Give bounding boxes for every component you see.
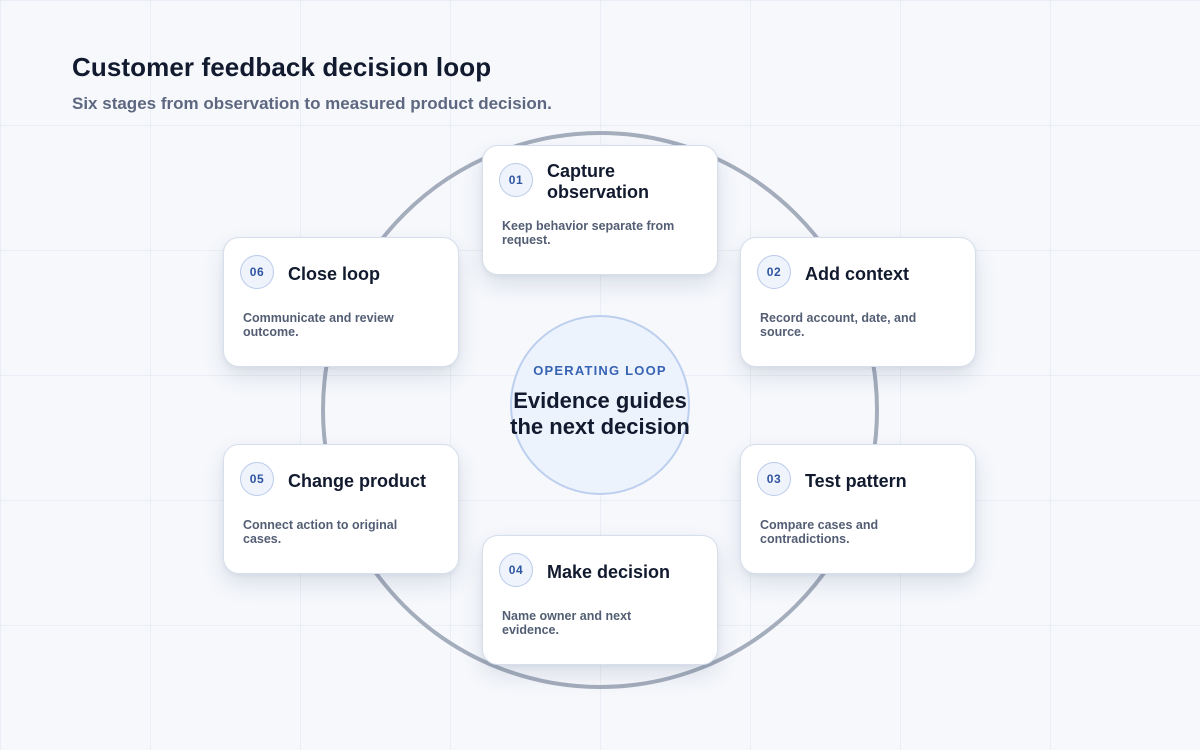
stage-description: Communicate and review outcome. <box>243 311 444 339</box>
hub-heading-line-1: Evidence guides <box>513 387 687 413</box>
stage-title: Test pattern <box>805 463 963 499</box>
stage-description-line-2: outcome. <box>243 324 299 339</box>
stage-description-line-1: Communicate and review <box>243 311 394 325</box>
stage-title-line-1: Make decision <box>547 561 671 582</box>
stage-title-line-1: Close loop <box>288 263 381 284</box>
stage-title: Add context <box>805 256 963 292</box>
stage-title: Change product <box>288 463 446 499</box>
stage-card-add-context: 02 Add context Record account, date, and… <box>740 237 976 367</box>
loop-ring-circle <box>321 131 879 689</box>
stage-description-line-2: contradictions. <box>760 531 850 546</box>
stage-card-make-decision: 04 Make decision Name owner and next evi… <box>482 535 718 665</box>
stage-description: Compare cases and contradictions. <box>760 518 961 546</box>
stage-description: Name owner and next evidence. <box>502 609 703 637</box>
stage-description-line-2: request. <box>502 232 551 247</box>
stage-card-capture-observation: 01 Capture observation Keep behavior sep… <box>482 145 718 275</box>
stage-card-test-pattern: 03 Test pattern Compare cases and contra… <box>740 444 976 574</box>
hub-eyebrow: OPERATING LOOP <box>533 362 667 378</box>
stage-title: Close loop <box>288 256 446 292</box>
page-subtitle: Six stages from observation to measured … <box>72 94 552 113</box>
stage-card-close-loop: 06 Close loop Communicate and review out… <box>223 237 459 367</box>
stage-description-line-1: Name owner and next <box>502 609 632 623</box>
stage-description: Record account, date, and source. <box>760 311 961 339</box>
stage-title-line-1: Capture <box>547 161 616 181</box>
stage-card-change-product: 05 Change product Connect action to orig… <box>223 444 459 574</box>
stage-number-badge: 03 <box>757 462 791 496</box>
page-title: Customer feedback decision loop <box>72 52 492 82</box>
stage-number-badge: 06 <box>240 255 274 289</box>
stage-description-line-1: Compare cases and <box>760 518 879 532</box>
stage-number-badge: 05 <box>240 462 274 496</box>
stage-title-line-1: Test pattern <box>805 470 907 491</box>
stage-number-badge: 01 <box>499 163 533 197</box>
stage-title: Capture observation <box>547 161 705 202</box>
stage-description-line-1: Connect action to original <box>243 518 398 532</box>
stage-description: Connect action to original cases. <box>243 518 444 546</box>
stage-number-badge: 02 <box>757 255 791 289</box>
stage-title: Make decision <box>547 554 705 590</box>
stage-title-line-1: Change product <box>288 470 426 491</box>
hub-heading-line-2: the next decision <box>510 413 690 439</box>
stage-description-line-1: Keep behavior separate from <box>502 219 675 233</box>
center-hub: OPERATING LOOP Evidence guides the next … <box>510 315 690 495</box>
stage-title-line-1: Add context <box>805 263 910 284</box>
stage-description: Keep behavior separate from request. <box>502 219 703 247</box>
stage-number-badge: 04 <box>499 553 533 587</box>
stage-description-line-2: source. <box>760 324 805 339</box>
stage-title-line-2: observation <box>547 182 650 202</box>
stage-description-line-2: evidence. <box>502 622 559 637</box>
stage-description-line-2: cases. <box>243 531 282 546</box>
stage-description-line-1: Record account, date, and <box>760 311 917 325</box>
